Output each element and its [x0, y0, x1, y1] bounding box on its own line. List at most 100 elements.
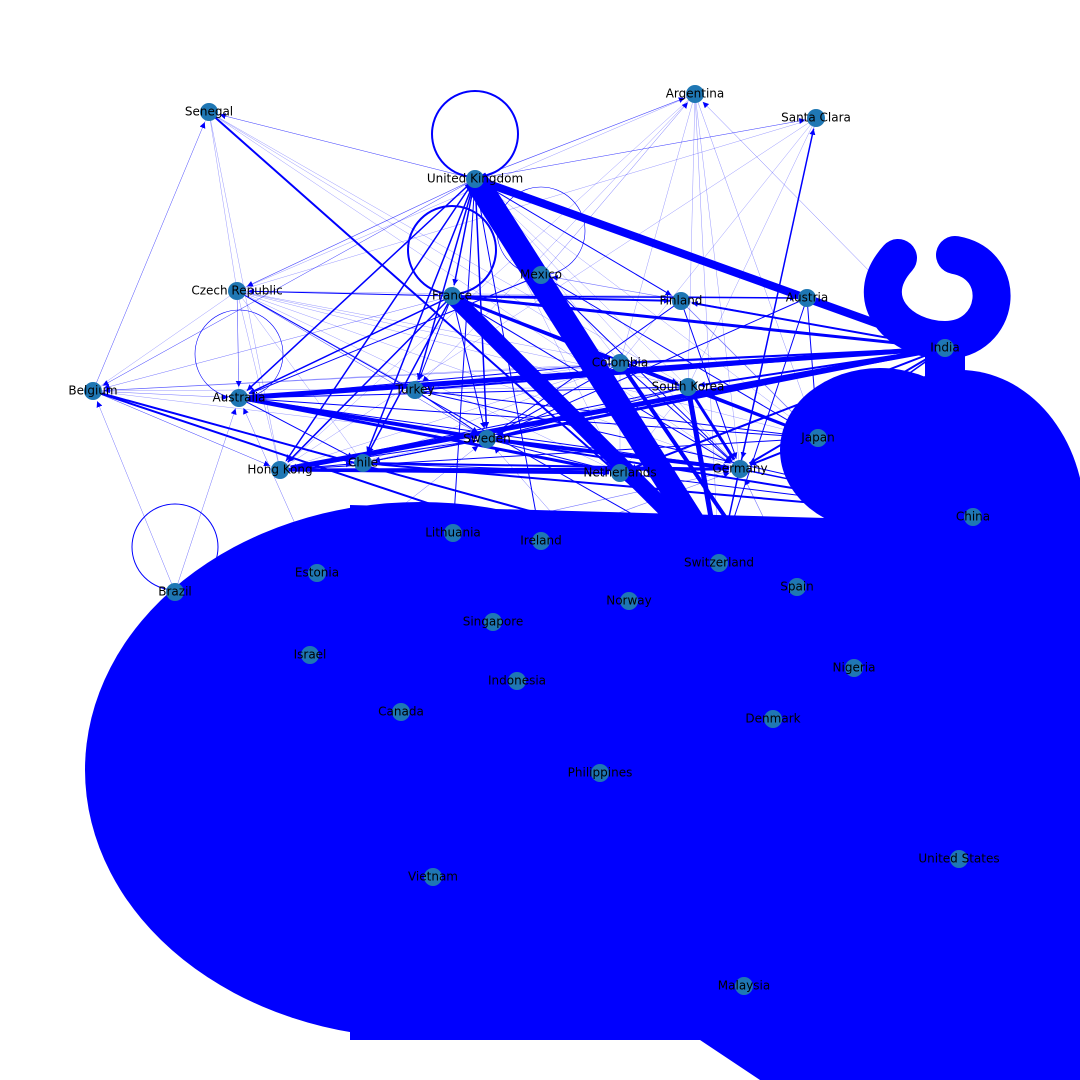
edge-argentina-to-switzerland [694, 93, 722, 553]
edge-argentina-to-japan [694, 93, 816, 428]
node-label-denmark: Denmark [745, 712, 800, 726]
edge-germany-to-belgium [92, 390, 741, 470]
node-label-chile: Chile [348, 456, 378, 470]
edge-czech-republic-to-austria [236, 290, 808, 299]
edge-czech-republic-to-australia [236, 290, 240, 399]
node-turkey[interactable] [406, 381, 424, 399]
node-spain[interactable] [788, 578, 806, 596]
node-senegal[interactable] [200, 103, 218, 121]
node-philippines[interactable] [591, 764, 609, 782]
node-ireland[interactable] [532, 532, 550, 550]
edge-australia-to-chile [238, 397, 354, 459]
edge-estonia-to-australia [243, 407, 318, 574]
edge-czech-republic-to-colombia [236, 290, 621, 364]
edge-layer [92, 93, 974, 852]
node-chile[interactable] [354, 454, 372, 472]
node-netherlands[interactable] [611, 464, 629, 482]
node-united-states[interactable] [950, 850, 968, 868]
node-label-australia: Australia [212, 391, 265, 405]
edge-united-kingdom-to-chile [362, 178, 476, 464]
edge-united-kingdom-to-hong-kong [279, 178, 476, 471]
edge-mass-layer [85, 355, 1080, 1080]
edge-united-kingdom-to-south-korea [474, 178, 689, 388]
edge-colombia-to-belgium [92, 362, 621, 392]
edge-south-korea-to-sweden [486, 386, 689, 440]
node-united-kingdom[interactable] [466, 170, 484, 188]
edge-czech-republic-to-argentina [236, 93, 696, 292]
node-vietnam[interactable] [424, 868, 442, 886]
node-label-finland: Finland [660, 294, 703, 308]
node-south-korea[interactable] [679, 378, 697, 396]
node-malaysia[interactable] [735, 977, 753, 995]
node-label-netherlands: Netherlands [583, 466, 656, 480]
edge-czech-republic-to-chile [236, 290, 364, 464]
node-india[interactable] [936, 339, 954, 357]
node-denmark[interactable] [764, 710, 782, 728]
edge-south-korea-to-netherlands [619, 386, 689, 474]
edge-czech-republic-to-turkey [236, 290, 416, 391]
node-santa-clara[interactable] [807, 109, 825, 127]
edge-united-kingdom-to-france [451, 178, 476, 297]
node-switzerland[interactable] [710, 554, 728, 572]
edge-france-to-chile [367, 295, 453, 454]
edge-czech-republic-to-belgium [92, 290, 238, 392]
edge-united-kingdom-to-germany [474, 178, 741, 470]
node-china[interactable] [964, 508, 982, 526]
node-israel[interactable] [301, 646, 319, 664]
edge-lithuania-to-germany [452, 469, 730, 534]
node-label-israel: Israel [294, 648, 327, 662]
node-label-south-korea: South Korea [652, 380, 725, 394]
edge-france-to-turkey [418, 295, 453, 380]
node-label-belgium: Belgium [68, 384, 117, 398]
edge-united-kingdom-to-argentina [474, 93, 696, 180]
edge-colombia-to-senegal [208, 111, 621, 364]
edge-sweden-to-netherlands [486, 438, 610, 472]
node-estonia[interactable] [308, 564, 326, 582]
node-brazil[interactable] [166, 583, 184, 601]
edge-hong-kong-to-santa-clara [279, 117, 817, 471]
edge-germany-to-argentina [694, 93, 741, 470]
node-label-senegal: Senegal [185, 105, 233, 119]
node-sweden[interactable] [478, 430, 496, 448]
node-argentina[interactable] [686, 85, 704, 103]
edge-colombia-to-hong-kong [279, 362, 621, 471]
node-austria[interactable] [798, 289, 816, 307]
node-mexico[interactable] [532, 266, 550, 284]
node-canada[interactable] [392, 703, 410, 721]
node-label-turkey: Turkey [394, 383, 434, 397]
node-australia[interactable] [230, 389, 248, 407]
node-lithuania[interactable] [444, 524, 462, 542]
edge-hong-kong-to-germany [279, 468, 741, 471]
node-label-argentina: Argentina [666, 87, 725, 101]
node-finland[interactable] [672, 292, 690, 310]
edge-mass-united-states [900, 520, 1080, 1080]
node-singapore[interactable] [484, 613, 502, 631]
node-japan[interactable] [809, 429, 827, 447]
node-colombia[interactable] [611, 354, 629, 372]
edge-south-korea-to-hong-kong [279, 386, 689, 471]
node-nigeria[interactable] [845, 659, 863, 677]
node-label-brazil: Brazil [158, 585, 192, 599]
edge-germany-to-santa-clara [739, 117, 817, 470]
edge-turkey-to-china [414, 389, 963, 517]
edge-south-korea-to-senegal [208, 111, 689, 388]
edge-estonia-to-sweden [316, 445, 479, 574]
node-france[interactable] [443, 287, 461, 305]
node-belgium[interactable] [84, 382, 102, 400]
node-germany[interactable] [731, 460, 749, 478]
node-czech-republic[interactable] [228, 282, 246, 300]
edge-colombia-to-australia [238, 362, 621, 399]
node-indonesia[interactable] [508, 672, 526, 690]
edge-colombia-to-turkey [414, 362, 621, 391]
edge-france-to-switzerland [446, 290, 717, 561]
self-loop-india [863, 236, 1011, 360]
node-norway[interactable] [620, 592, 638, 610]
edge-united-kingdom-to-senegal [208, 111, 476, 180]
edge-france-to-austria [451, 294, 797, 301]
edge-ireland-to-germany [540, 471, 730, 542]
node-hong-kong[interactable] [271, 461, 289, 479]
edge-belgium-to-australia [92, 390, 229, 401]
edge-austria-to-switzerland [721, 297, 808, 553]
